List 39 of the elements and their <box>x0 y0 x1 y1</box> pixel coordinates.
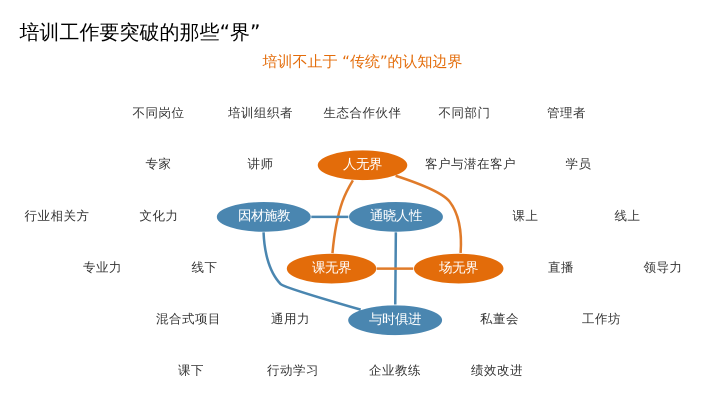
node-ellipse: 场无界 <box>413 252 504 284</box>
diagram-title: 培训工作要突破的那些“界” <box>20 19 260 44</box>
label: 管理者 <box>547 104 586 120</box>
label: 混合式项目 <box>156 310 222 326</box>
label: 通用力 <box>271 310 310 326</box>
label: 行业相关方 <box>24 207 90 222</box>
label: 工作坊 <box>582 310 622 326</box>
label: 专家 <box>145 156 172 171</box>
label: 专业力 <box>82 259 122 274</box>
label: 培训组织者 <box>228 104 293 120</box>
label: 行动学习 <box>267 362 320 378</box>
label: 不同岗位 <box>132 104 184 120</box>
label: 企业教练 <box>369 362 422 378</box>
connector <box>262 232 362 310</box>
node-ellipse: 人无界 <box>316 149 408 180</box>
connector <box>394 232 398 304</box>
connector <box>376 266 414 270</box>
label: 讲师 <box>247 156 274 171</box>
label: 客户与潜在客户 <box>424 156 516 171</box>
label: 学员 <box>565 156 592 171</box>
label: 课上 <box>512 207 539 222</box>
connector <box>311 215 348 218</box>
label: 直播 <box>548 259 574 274</box>
label: 线上 <box>614 207 641 222</box>
label: 领导力 <box>643 259 682 274</box>
label: 课下 <box>178 362 204 378</box>
node-ellipse: 课无界 <box>286 252 378 284</box>
label: 私董会 <box>480 310 520 326</box>
label: 文化力 <box>140 207 179 222</box>
node-ellipse: 通晓人性 <box>348 200 444 232</box>
label: 培训不止于 “传统”的认知边界 <box>262 52 463 70</box>
label: 绩效改进 <box>471 362 524 378</box>
connector <box>331 179 354 253</box>
label: 生态合作伙伴 <box>324 104 402 120</box>
node-ellipse: 与时俱进 <box>347 304 443 336</box>
connector <box>395 174 462 253</box>
node-ellipse: 因材施教 <box>216 200 312 232</box>
label: 不同部门 <box>438 104 491 120</box>
label: 线下 <box>191 259 218 274</box>
